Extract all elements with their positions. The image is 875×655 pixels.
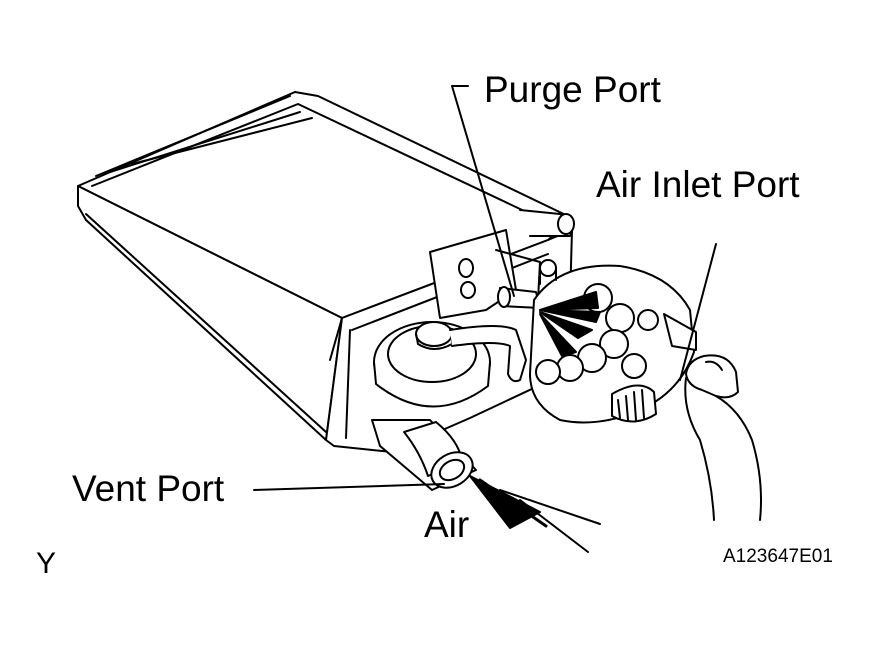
- mount-bracket: [429, 229, 517, 319]
- vent-port-leader: [253, 483, 445, 491]
- purge-spray-icon: [539, 291, 601, 357]
- purge-port-leader: [451, 85, 515, 297]
- air-inlet-leader: [679, 243, 717, 381]
- vent-port-pipe: [371, 419, 477, 491]
- leader-lines: [253, 85, 717, 491]
- view-letter-label: Y: [36, 547, 57, 580]
- upper-tube: [519, 209, 575, 237]
- purge-port-tube: [495, 249, 541, 309]
- air-arrow-icon: [469, 475, 601, 553]
- hand-icon: [684, 354, 762, 521]
- vent-port-label: Vent Port: [72, 468, 225, 509]
- air-label: Air: [424, 504, 470, 545]
- figure-code-label: A123647E01: [723, 546, 833, 567]
- vent-valve: [373, 321, 527, 408]
- air-inlet-port-label: Air Inlet Port: [596, 164, 800, 205]
- purge-port-label: Purge Port: [484, 69, 661, 110]
